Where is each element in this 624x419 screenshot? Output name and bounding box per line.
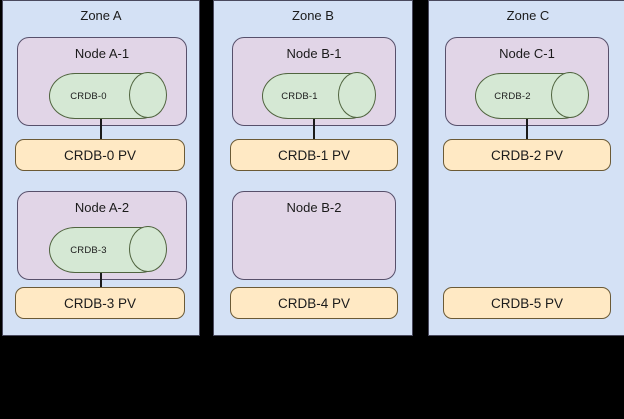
cylinder-cap [129, 226, 167, 272]
pod-cylinder-crdb-3[interactable]: CRDB-3 [49, 226, 167, 273]
pod-label-crdb-2: CRDB-2 [494, 90, 531, 102]
pod-label-crdb-3: CRDB-3 [70, 244, 107, 256]
node-box-c-1[interactable]: Node C-1 CRDB-2 [445, 37, 609, 126]
pod-cylinder-crdb-1[interactable]: CRDB-1 [262, 72, 376, 119]
connector-a-1 [100, 119, 102, 141]
node-label-b-1: Node B-1 [286, 46, 342, 61]
zone-panel-c[interactable]: Zone C Node C-1 CRDB-2 CRDB-2 PV CRDB-5 … [428, 0, 624, 336]
pv-box-crdb-3[interactable]: CRDB-3 PV [15, 287, 185, 319]
node-label-b-2: Node B-2 [286, 200, 342, 215]
node-box-a-2[interactable]: Node A-2 CRDB-3 [17, 191, 187, 280]
pod-label-crdb-1: CRDB-1 [281, 90, 318, 102]
node-box-b-2[interactable]: Node B-2 [232, 191, 396, 280]
cylinder-cap [338, 72, 376, 118]
zone-title-c: Zone C [506, 8, 550, 23]
connector-c-1 [526, 119, 528, 141]
node-label-c-1: Node C-1 [499, 46, 555, 61]
zone-panel-b[interactable]: Zone B Node B-1 CRDB-1 CRDB-1 PV Node B-… [213, 0, 413, 336]
pv-box-crdb-4[interactable]: CRDB-4 PV [230, 287, 398, 319]
zone-panel-a[interactable]: Zone A Node A-1 CRDB-0 CRDB-0 PV Node A-… [2, 0, 200, 336]
connector-b-1 [313, 119, 315, 141]
pod-cylinder-crdb-2[interactable]: CRDB-2 [475, 72, 589, 119]
node-box-a-1[interactable]: Node A-1 CRDB-0 [17, 37, 187, 126]
pod-label-crdb-0: CRDB-0 [70, 90, 107, 102]
pv-box-crdb-1[interactable]: CRDB-1 PV [230, 139, 398, 171]
zone-title-a: Zone A [80, 8, 122, 23]
connector-a-2 [100, 273, 102, 295]
cylinder-cap [129, 72, 167, 118]
node-label-a-1: Node A-1 [74, 46, 130, 61]
pv-box-crdb-0[interactable]: CRDB-0 PV [15, 139, 185, 171]
pod-cylinder-crdb-0[interactable]: CRDB-0 [49, 72, 167, 119]
pv-box-crdb-5[interactable]: CRDB-5 PV [443, 287, 611, 319]
zone-title-b: Zone B [292, 8, 334, 23]
cylinder-cap [551, 72, 589, 118]
node-box-b-1[interactable]: Node B-1 CRDB-1 [232, 37, 396, 126]
node-label-a-2: Node A-2 [74, 200, 130, 215]
pv-box-crdb-2[interactable]: CRDB-2 PV [443, 139, 611, 171]
